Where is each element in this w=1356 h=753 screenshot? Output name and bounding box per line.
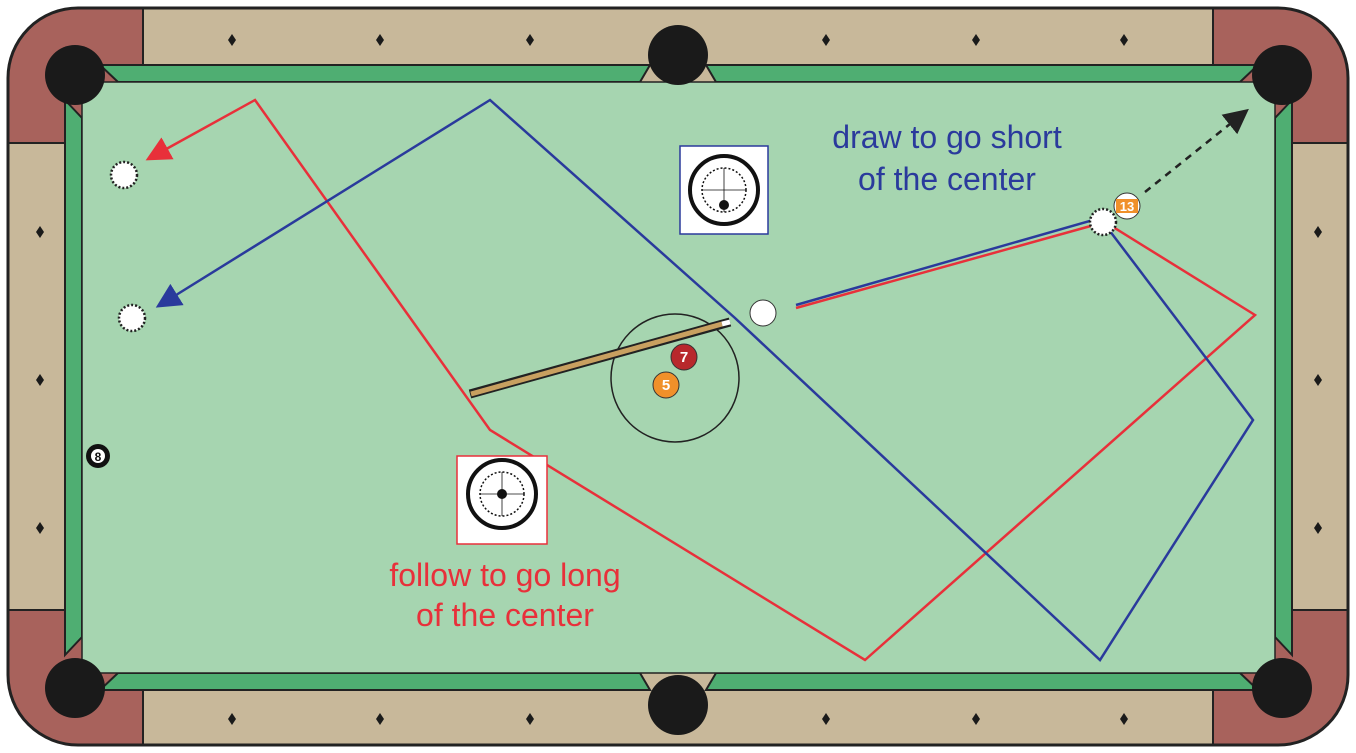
pocket-icon	[1252, 45, 1312, 105]
ball-eight-number: 8	[95, 450, 102, 464]
ghost-ball-icon	[1090, 209, 1116, 235]
cushion-right	[1275, 100, 1292, 655]
follow-annotation-line2: of the center	[416, 597, 594, 633]
ball-eight: 8	[86, 444, 110, 468]
cue-ball-icon	[750, 300, 776, 326]
ball-thirteen-number: 13	[1120, 199, 1134, 214]
table-felt	[82, 82, 1275, 673]
ball-five-number: 5	[662, 377, 670, 394]
ball-five: 5	[653, 372, 679, 398]
pocket-icon	[648, 25, 708, 85]
draw-annotation-line2: of the center	[858, 161, 1036, 197]
cushion-left	[65, 100, 82, 655]
cue-tip-diagram-icon-follow	[457, 456, 547, 544]
cushion-top-left	[100, 65, 650, 82]
cushion-bottom-right	[706, 673, 1258, 690]
ghost-ball-icon	[111, 162, 137, 188]
pocket-icon	[648, 675, 708, 735]
ball-thirteen: 13	[1114, 193, 1140, 219]
ball-seven-number: 7	[680, 349, 688, 366]
draw-annotation-line1: draw to go short	[832, 119, 1062, 155]
ghost-ball-icon	[119, 305, 145, 331]
pocket-icon	[45, 45, 105, 105]
ball-seven: 7	[671, 344, 697, 370]
follow-annotation-line1: follow to go long	[389, 557, 620, 593]
cue-tip-diagram-icon-draw	[680, 146, 768, 234]
cushion-bottom-left	[100, 673, 650, 690]
pocket-icon	[45, 658, 105, 718]
pocket-icon	[1252, 658, 1312, 718]
cushion-top-right	[706, 65, 1258, 82]
